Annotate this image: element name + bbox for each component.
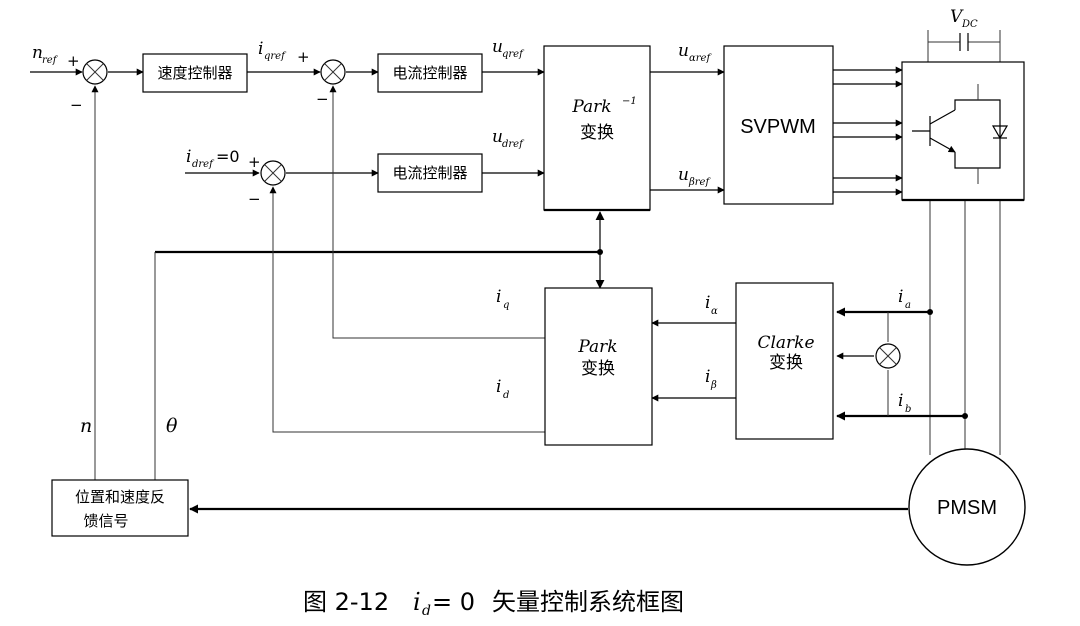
svpwm-label: SVPWM: [740, 116, 816, 138]
pmsm-motor: PMSM: [908, 448, 1026, 566]
svg-text:u: u: [678, 41, 689, 61]
park-name: Park: [577, 337, 617, 357]
svg-text:dref: dref: [502, 139, 525, 150]
caption-prefix: 图 2-12: [303, 588, 389, 616]
sum-junction-d: [260, 160, 286, 186]
feedback-label-line2: 馈信号: [83, 512, 128, 530]
svg-text:qref: qref: [264, 51, 287, 62]
sum3-plus-sign: +: [248, 153, 261, 171]
svg-text:i: i: [705, 293, 710, 313]
label-u-alpha-ref: u αref: [678, 41, 712, 64]
feedback-block: 位置和速度反 馈信号: [51, 479, 189, 537]
label-theta: θ: [166, 415, 178, 437]
svg-text:d: d: [503, 390, 509, 401]
svg-text:αref: αref: [689, 53, 712, 64]
label-u-dref: u dref: [492, 127, 525, 150]
svg-text:ref: ref: [42, 55, 59, 66]
svg-text:DC: DC: [961, 19, 978, 30]
inverse-park-name: Park: [571, 97, 611, 117]
svg-text:α: α: [711, 306, 718, 317]
sum3-minus-sign: −: [248, 190, 261, 208]
speed-controller-block: 速度控制器: [142, 53, 248, 93]
caption-equals: = 0: [432, 588, 475, 616]
svg-text:b: b: [905, 404, 911, 415]
svg-text:q: q: [503, 300, 509, 311]
caption-var: i: [413, 588, 421, 616]
svg-text:i: i: [186, 147, 191, 167]
svg-text:n: n: [32, 43, 43, 63]
sum1-plus-sign: +: [67, 52, 80, 70]
clarke-name: Clarke: [757, 333, 814, 353]
current-controller-q-block: 电流控制器: [377, 53, 483, 93]
svg-text:V: V: [950, 7, 964, 27]
svg-text:qref: qref: [502, 49, 525, 60]
inverter-block: [901, 61, 1025, 202]
figure-caption: 图 2-12 i d = 0 矢量控制系统框图: [303, 588, 684, 619]
signal-lines: [30, 30, 1001, 514]
svg-text:i: i: [496, 287, 501, 307]
label-u-qref: u qref: [492, 37, 525, 60]
current-controller-q-label: 电流控制器: [392, 64, 467, 82]
svg-text:u: u: [492, 37, 503, 57]
svg-text:a: a: [905, 300, 911, 311]
pmsm-label: PMSM: [937, 497, 997, 519]
svg-text:=0: =0: [216, 147, 240, 166]
park-cn: 变换: [581, 359, 615, 379]
caption-suffix: 矢量控制系统框图: [492, 588, 684, 616]
label-n: n: [80, 415, 92, 437]
svg-text:i: i: [258, 39, 263, 59]
park-block: Park 变换: [544, 287, 653, 446]
feedback-label-line1: 位置和速度反: [75, 488, 165, 506]
inverse-park-cn: 变换: [580, 123, 614, 143]
svpwm-block: SVPWM: [723, 45, 834, 205]
clarke-block: Clarke 变换: [735, 282, 834, 440]
label-i-q: i q: [496, 287, 509, 311]
inverse-park-block: Park −1 变换: [543, 45, 651, 212]
svg-text:i: i: [898, 391, 903, 411]
clarke-cn: 变换: [769, 353, 803, 373]
sum2-minus-sign: −: [316, 90, 329, 108]
svg-text:βref: βref: [688, 177, 711, 188]
label-i-b: i b: [898, 391, 911, 415]
current-sum-junction: [875, 343, 901, 369]
svg-text:u: u: [492, 127, 503, 147]
svg-text:β: β: [710, 380, 717, 391]
label-v-dc: V DC: [950, 7, 978, 30]
svg-text:i: i: [705, 367, 710, 387]
sum1-minus-sign: −: [70, 96, 83, 114]
svg-text:i: i: [898, 287, 903, 307]
label-i-d: i d: [496, 377, 509, 401]
sum-junction-q: [320, 59, 346, 85]
sum-junction-speed: [82, 59, 108, 85]
label-i-qref: i qref: [258, 39, 287, 62]
current-controller-d-label: 电流控制器: [392, 164, 467, 182]
label-i-beta: i β: [705, 367, 717, 391]
sum2-plus-sign: +: [297, 48, 310, 66]
svg-text:u: u: [678, 165, 689, 185]
label-i-a: i a: [898, 287, 911, 311]
label-i-dref: i dref =0: [186, 147, 240, 170]
speed-controller-label: 速度控制器: [157, 64, 232, 82]
label-i-alpha: i α: [705, 293, 718, 317]
caption-var-sub: d: [422, 603, 431, 619]
svg-text:i: i: [496, 377, 501, 397]
current-controller-d-block: 电流控制器: [377, 153, 483, 193]
inverse-park-exponent: −1: [622, 96, 637, 107]
svg-text:dref: dref: [192, 159, 215, 170]
label-n-ref: n ref: [32, 43, 59, 66]
label-u-beta-ref: u βref: [678, 165, 711, 188]
